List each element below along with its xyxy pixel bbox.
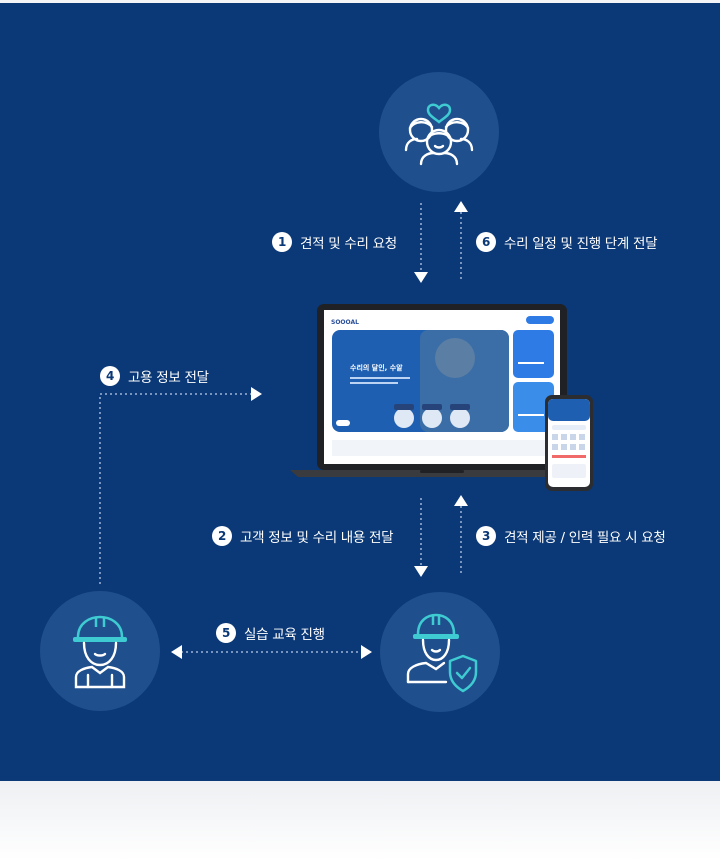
customers-heart-icon xyxy=(404,103,474,166)
worker-helmet-icon xyxy=(73,615,127,689)
platform-logo: SOOOAL xyxy=(331,319,359,326)
step-2-text: 고객 정보 및 수리 내용 전달 xyxy=(240,530,394,546)
arrowhead-6 xyxy=(454,201,468,212)
step-5-label: 5 실습 교육 진행 xyxy=(216,623,325,643)
step-5-number: 5 xyxy=(216,623,236,643)
step-1-number: 1 xyxy=(272,232,292,252)
arrowhead-5-right xyxy=(361,645,372,659)
customers-node xyxy=(379,72,499,192)
platform-headline: 수리의 달인, 수알 xyxy=(350,363,403,372)
step-3-label: 3 견적 제공 / 인력 필요 시 요청 xyxy=(476,526,666,546)
worker-node xyxy=(40,591,160,711)
step-6-number: 6 xyxy=(476,232,496,252)
arrowhead-1 xyxy=(414,272,428,283)
arrowhead-5-left xyxy=(171,645,182,659)
step-1-label: 1 견적 및 수리 요청 xyxy=(272,232,397,252)
step-2-number: 2 xyxy=(212,526,232,546)
step-4-label: 4 고용 정보 전달 xyxy=(100,366,209,386)
laptop-phone-platform-icon: SOOOAL 수리의 달인, 수알 xyxy=(290,304,594,491)
step-4-number: 4 xyxy=(100,366,120,386)
step-1-text: 견적 및 수리 요청 xyxy=(300,236,397,252)
arrowhead-4 xyxy=(251,387,262,401)
arrowhead-3 xyxy=(454,495,468,506)
step-6-label: 6 수리 일정 및 진행 단계 전달 xyxy=(476,232,658,252)
arrow-line-4 xyxy=(99,393,252,584)
arrowhead-2 xyxy=(414,566,428,577)
step-6-text: 수리 일정 및 진행 단계 전달 xyxy=(504,236,658,252)
step-5-text: 실습 교육 진행 xyxy=(244,627,325,643)
certified-worker-node xyxy=(380,592,500,712)
step-4-text: 고용 정보 전달 xyxy=(128,370,209,386)
step-3-number: 3 xyxy=(476,526,496,546)
platform-device-illustration: SOOOAL 수리의 달인, 수알 xyxy=(290,300,600,499)
step-2-label: 2 고객 정보 및 수리 내용 전달 xyxy=(212,526,394,546)
step-3-text: 견적 제공 / 인력 필요 시 요청 xyxy=(504,530,666,546)
worker-shield-check-icon xyxy=(406,613,478,693)
bottom-strip xyxy=(0,781,720,861)
